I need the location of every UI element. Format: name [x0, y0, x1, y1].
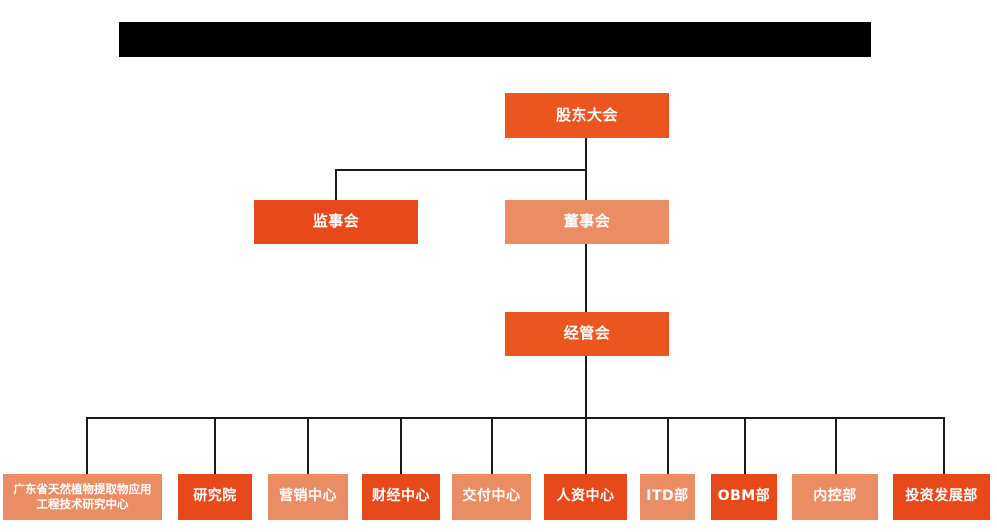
- node-research-institute[interactable]: 研究院: [178, 474, 252, 520]
- node-obm-department[interactable]: OBM部: [711, 474, 777, 520]
- node-board-of-supervisors[interactable]: 监事会: [254, 200, 418, 244]
- node-delivery-center[interactable]: 交付中心: [452, 474, 531, 520]
- connector-management-to-bus: [585, 356, 587, 419]
- connector-drop-hr-center: [585, 417, 587, 474]
- connector-drop-investment-development-department: [943, 417, 945, 474]
- node-gd-plant-extract-center[interactable]: 广东省天然植物提取物应用工程技术研究中心: [3, 474, 162, 520]
- node-hr-center[interactable]: 人资中心: [544, 474, 627, 520]
- connector-drop-supervisors: [335, 169, 337, 200]
- connector-department-bus: [86, 417, 944, 419]
- connector-directors-to-management: [585, 244, 587, 312]
- node-management-committee[interactable]: 经管会: [505, 312, 669, 356]
- node-internal-control-department[interactable]: 内控部: [792, 474, 878, 520]
- node-board-of-directors[interactable]: 董事会: [505, 200, 669, 244]
- connector-drop-research-institute: [214, 417, 216, 474]
- connector-drop-gd-plant-extract-center: [86, 417, 88, 474]
- connector-branch-supervisors: [335, 169, 586, 171]
- connector-drop-internal-control-department: [835, 417, 837, 474]
- node-itd-department[interactable]: ITD部: [640, 474, 695, 520]
- node-shareholders-meeting[interactable]: 股东大会: [505, 93, 669, 138]
- connector-drop-delivery-center: [491, 417, 493, 474]
- connector-drop-marketing-center: [307, 417, 309, 474]
- connector-drop-obm-department: [744, 417, 746, 474]
- connector-shareholders-to-directors: [585, 138, 587, 200]
- connector-drop-finance-center: [400, 417, 402, 474]
- node-investment-development-department[interactable]: 投资发展部: [893, 474, 990, 520]
- node-finance-center[interactable]: 财经中心: [362, 474, 440, 520]
- connector-drop-itd-department: [667, 417, 669, 474]
- redacted-title-bar: [119, 22, 871, 57]
- node-marketing-center[interactable]: 营销中心: [268, 474, 348, 520]
